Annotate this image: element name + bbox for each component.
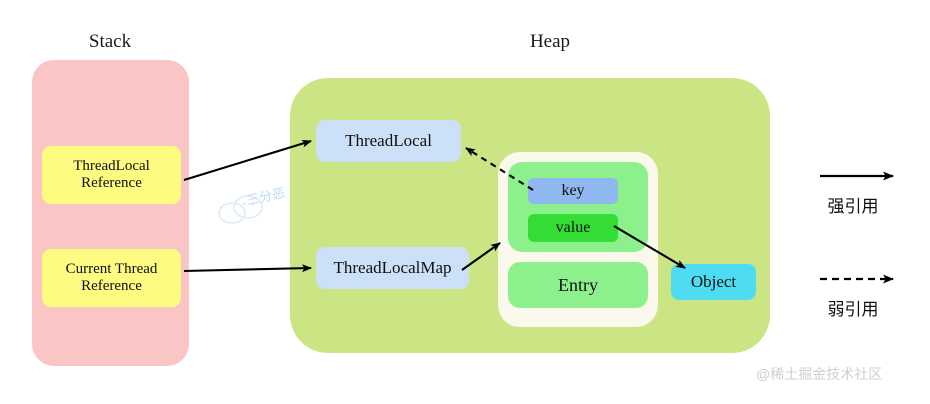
node-entry-value: value (528, 214, 618, 242)
legend-weak-reference-label: 弱引用 (827, 300, 879, 319)
node-current-thread-reference-label: Current Thread Reference (66, 261, 158, 296)
node-threadlocal-reference-label: ThreadLocal Reference (73, 158, 150, 193)
stack-region-title: Stack (88, 31, 132, 52)
node-threadlocalmap: ThreadLocalMap (316, 247, 469, 289)
node-current-thread-reference: Current Thread Reference (42, 249, 181, 307)
node-entry-key: key (528, 178, 618, 204)
node-current-thread-reference-line1: Current Thread (65, 260, 158, 277)
node-threadlocal-reference-line1: ThreadLocal (73, 157, 150, 174)
stack-region (32, 60, 189, 366)
heap-region-title: Heap (529, 31, 571, 52)
node-entry-label: Entry (508, 262, 648, 308)
author-watermark-icon (218, 195, 263, 224)
node-threadlocal-reference-line2: Reference (81, 175, 142, 191)
brand-watermark: @稀土掘金技术社区 (756, 366, 883, 382)
node-threadlocal: ThreadLocal (316, 120, 461, 162)
node-object: Object (671, 264, 756, 300)
node-threadlocal-reference: ThreadLocal Reference (42, 146, 181, 204)
legend-strong-reference-label: 强引用 (827, 197, 879, 216)
node-current-thread-reference-line2: Reference (81, 278, 142, 294)
